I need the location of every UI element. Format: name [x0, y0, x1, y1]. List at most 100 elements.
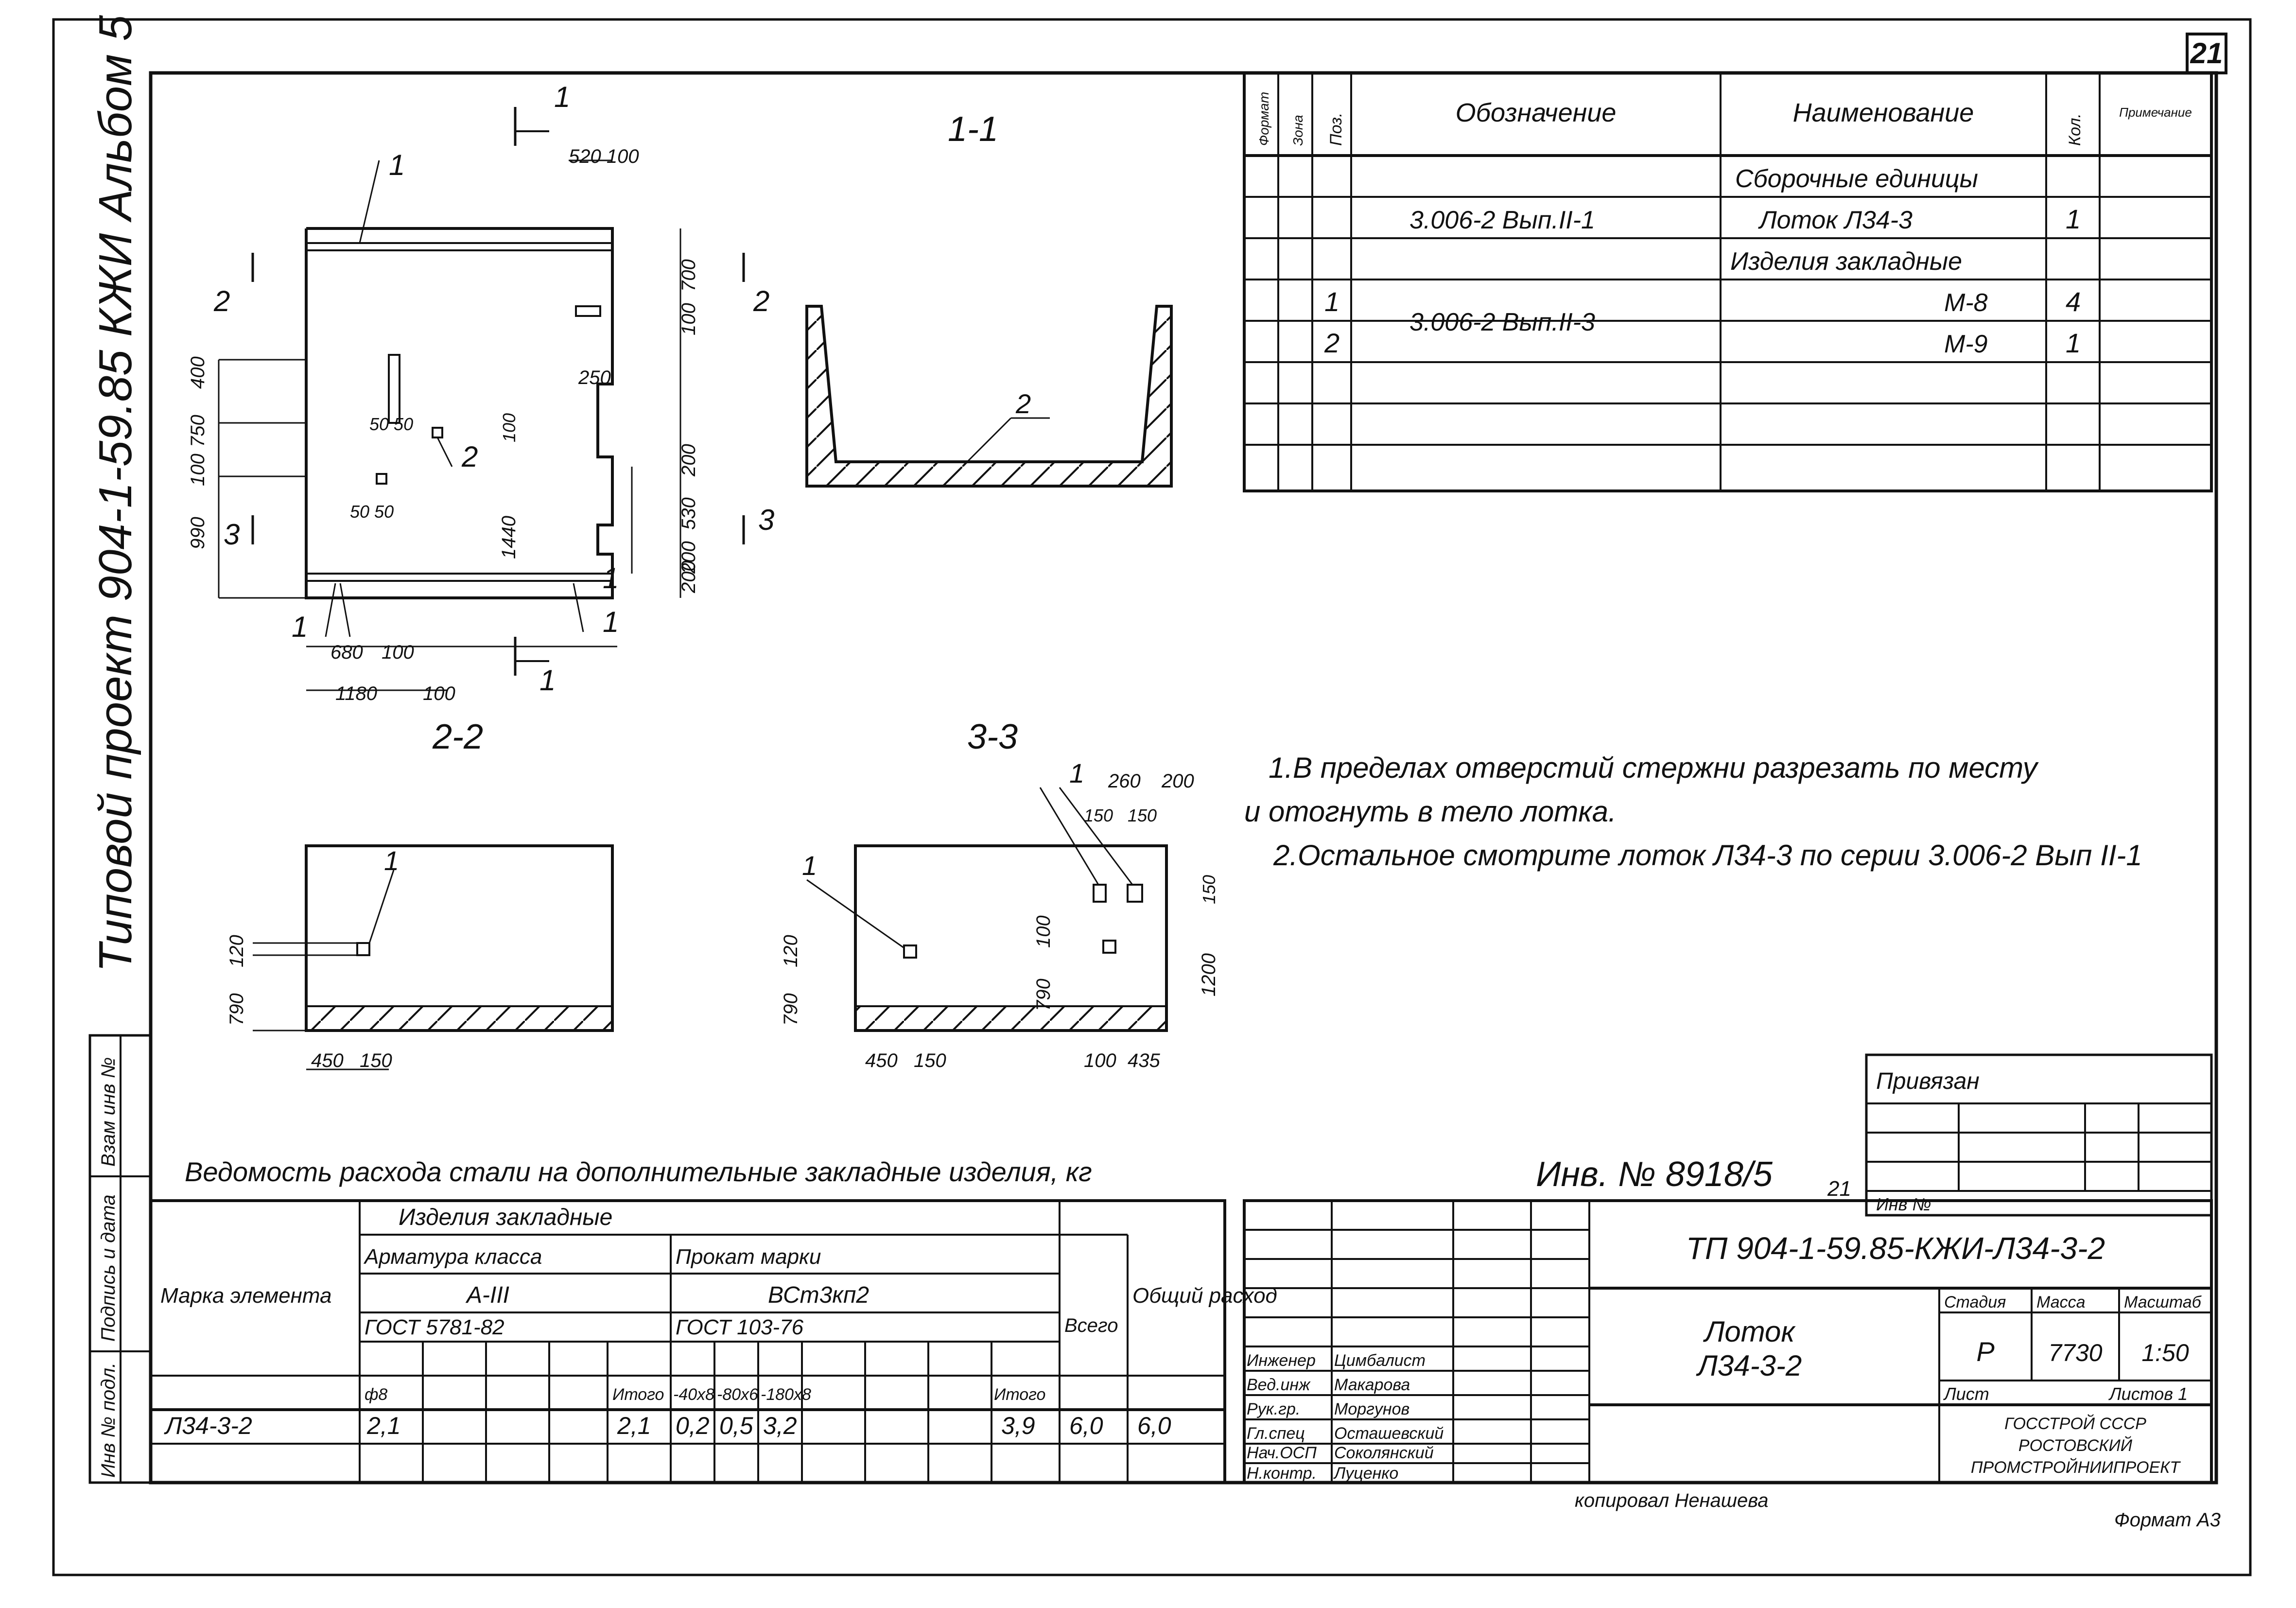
title-code: ТП 904-1-59.85-КЖИ-Л34-3-2 [1686, 1231, 2105, 1266]
spec-header-note: Примечание [2119, 105, 2192, 120]
steel-table-title: Ведомость расхода стали на дополнительны… [185, 1156, 1092, 1187]
notes: 1.В пределах отверстий стержни разрезать… [1244, 752, 2142, 872]
steel-row-total: 6,0 [1137, 1412, 1171, 1439]
steel-sub-col-4: Итого [612, 1385, 664, 1404]
plan-dim-8: 50 50 [369, 414, 413, 434]
spec-row-4-pos: 2 [1324, 328, 1339, 358]
sig-name-4: Соколянский [1334, 1444, 1434, 1462]
steel-row-cell-0: 2,1 [366, 1412, 401, 1439]
plan-dim-3: 400 [187, 356, 209, 389]
title-org-3: ПРОМСТРОЙНИИПРОЕКТ [1971, 1458, 2181, 1477]
steel-row-vsego: 6,0 [1069, 1412, 1103, 1439]
title-mass-label: Масса [2036, 1293, 2086, 1311]
section-1-1-callout: 2 [1015, 388, 1031, 419]
section-3-3-callout-0: 1 [802, 850, 817, 881]
section-3-3-dim-9: 1200 [1198, 953, 1219, 996]
title-scale-label: Масштаб [2124, 1293, 2202, 1311]
section-2-2-dim-1: 790 [226, 993, 247, 1026]
plan-dim-0: 520 100 [569, 146, 639, 167]
title-name-2: Л34-3-2 [1696, 1349, 1802, 1382]
plan-marker-0: 1 [554, 81, 570, 113]
spec-header-format: Формат [1256, 92, 1271, 146]
plan-dim-5: 100 [187, 454, 209, 486]
steel-row-cell-7: 3,2 [763, 1412, 797, 1439]
inv-number: Инв. № 8918/5 [1536, 1155, 1773, 1194]
plan-dim-7: 250 [578, 367, 611, 388]
title-name-1: Лоток [1703, 1315, 1796, 1348]
title-stage-label: Стадия [1944, 1293, 2006, 1311]
spec-row-3-name: М-8 [1944, 289, 1988, 317]
steel-row-mark: Л34-3-2 [164, 1412, 252, 1439]
steel-col-mark: Марка элемента [160, 1284, 332, 1308]
steel-armatura-class: А-III [465, 1282, 509, 1308]
plan-dim-4: 750 [187, 415, 209, 447]
plan-dim-2: 100 [678, 303, 699, 335]
privyazan-inv-label: Инв № [1876, 1194, 1931, 1214]
section-3-3-dim-13: 435 [1128, 1050, 1160, 1071]
section-2-2-dim-0: 120 [226, 935, 247, 967]
section-2-2-dim-2: 450 [311, 1050, 344, 1071]
sig-name-0: Цимбалист [1334, 1351, 1426, 1370]
note-line-1: и отогнуть в тело лотка. [1244, 795, 1617, 828]
spec-row-2-name: Изделия закладные [1730, 247, 1962, 276]
note-line-0: 1.В пределах отверстий стержни разрезать… [1269, 752, 2039, 784]
spec-header-designation: Обозначение [1456, 98, 1617, 127]
copied-by: копировал Ненашева [1575, 1490, 1768, 1511]
steel-prokat: Прокат марки [676, 1245, 821, 1269]
section-3-3-dim-4: 150 [1199, 875, 1219, 904]
section-3-3-dim-7: 100 [1033, 915, 1054, 948]
section-3-3-dim-5: 120 [780, 935, 801, 967]
note-line-2: 2.Остальное смотрите лоток Л34-3 по сери… [1273, 839, 2142, 872]
plan-marker-5: 3 [758, 504, 774, 536]
title-block: ТП 904-1-59.85-КЖИ-Л34-3-2 Лоток Л34-3-2… [1243, 1199, 2213, 1484]
plan-marker-3: 2 [753, 285, 769, 317]
steel-sub-col-6: -80х6 [717, 1385, 758, 1404]
sig-role-0: Инженер [1247, 1351, 1316, 1370]
plan-marker-2: 2 [213, 285, 230, 317]
sig-role-1: Вед.инж [1247, 1376, 1311, 1394]
plan-dim-10: 50 50 [350, 502, 394, 522]
section-3-3: 3-3 1 1 260 200 150 150 150 120 790 100 … [780, 717, 1219, 1071]
format-label: Формат А3 [2114, 1509, 2221, 1531]
section-1-1: 1-1 2 [805, 110, 1173, 488]
title-scale: 1:50 [2141, 1339, 2189, 1366]
spec-header-qty: Кол. [2066, 113, 2084, 146]
side-stamp-label-0: Инв № подл. [98, 1363, 119, 1478]
plan-view: 520 100 700 100 400 750 100 990 250 50 5… [187, 81, 774, 704]
side-stamp-label-1: Подпись и дата [98, 1194, 119, 1342]
steel-table: Ведомость расхода стали на дополнительны… [149, 1156, 1277, 1484]
title-org-2: РОСТОВСКИЙ [2018, 1436, 2133, 1455]
privyazan-title: Привязан [1876, 1068, 1980, 1094]
plan-dim-16: 680 [330, 642, 363, 663]
title-sheets-label: Листов 1 [2108, 1384, 2188, 1404]
spec-header-name: Наименование [1793, 98, 1974, 127]
plan-dim-11: 1440 [498, 516, 520, 559]
title-sheet-label: Лист [1943, 1384, 1989, 1404]
sig-role-2: Рук.гр. [1247, 1400, 1300, 1418]
plan-marker-1: 1 [539, 664, 556, 697]
spec-row-3-qty: 4 [2066, 286, 2081, 317]
sig-name-1: Макарова [1334, 1376, 1410, 1394]
plan-marker-8: 1 [603, 606, 619, 638]
side-stamp-label-2: Взам инв № [98, 1057, 119, 1167]
plan-dim-15: 200 [678, 560, 699, 594]
section-3-3-dim-10: 450 [865, 1050, 898, 1071]
plan-dim-14: 200 [678, 541, 699, 574]
plan-dim-1: 700 [678, 259, 699, 292]
plan-dim-6: 990 [187, 517, 209, 549]
steel-sub-col-0: ф8 [365, 1385, 387, 1404]
title-mass: 7730 [2048, 1339, 2102, 1366]
steel-armatura-gost: ГОСТ 5781-82 [365, 1315, 504, 1339]
steel-row-cell-5: 0,2 [676, 1412, 710, 1439]
outer-frame [52, 18, 2252, 1576]
section-1-1-title: 1-1 [948, 110, 998, 149]
section-3-3-dim-11: 150 [914, 1050, 946, 1071]
plan-marker-9: 2 [461, 440, 478, 473]
section-2-2-callout: 1 [384, 845, 399, 876]
sheet-number: 21 [2190, 37, 2223, 70]
section-2-2-dim-3: 150 [360, 1050, 392, 1071]
steel-sub-col-7: -180х8 [761, 1385, 811, 1404]
sig-role-5: Н.контр. [1247, 1464, 1317, 1483]
steel-row-cell-6: 0,5 [719, 1412, 753, 1439]
